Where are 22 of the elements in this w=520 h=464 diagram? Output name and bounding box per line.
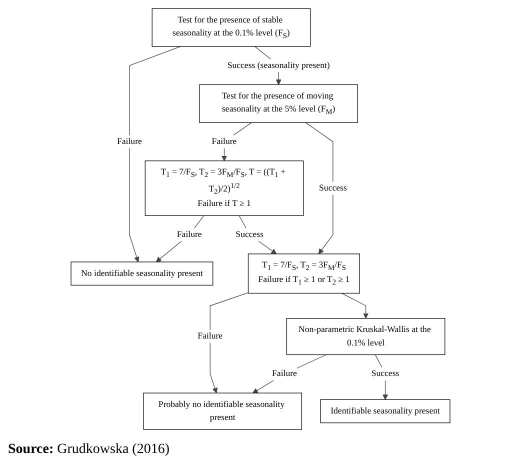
process-box: Test for the presence of moving seasonality at the 5% level (F$_{M}$): [198, 84, 358, 123]
arrow: [128, 46, 180, 262]
edge-label: Failure: [176, 228, 202, 242]
arrow: [304, 122, 333, 254]
edge-label: Success: [370, 367, 399, 380]
process-box: T$_{1}$ = 7/F$_{S}$, T$_{2}$ = 3F$_{M}$/F$_{S}$, T = ((T$_{1}$ + T$_{2}$)/2)$^{1/2}$ Failure if T ≥ 1: [144, 160, 304, 216]
arrow: [209, 292, 248, 394]
caption: Source: Grudkowska (2016): [8, 442, 170, 458]
process-box: T$_{1}$ = 7/F$_{S}$, T$_{2}$ = 3F$_{M}$/F$_{S}$ Failure if T$_{1}$ ≥ 1 or T$_{2}$ ≥ 1: [247, 254, 360, 294]
edge-label: Failure: [197, 330, 222, 344]
process-box: Non-parametric Kruskal-Wallis at the 0.1% level: [286, 318, 445, 356]
arrow: [340, 292, 368, 319]
edge-label: Success (seasonality present): [226, 58, 330, 72]
process-box: Probably no identifiable seasonality present: [142, 392, 302, 430]
edge-label: Success: [235, 228, 263, 242]
edge-label: Failure: [272, 367, 296, 380]
process-box: No identifiable seasonality present: [70, 262, 213, 286]
edge-label: Failure: [211, 135, 236, 148]
process-box: Identifiable seasonality present: [320, 399, 450, 424]
process-box: Test for the presence of stable seasonality at the 0.1% level (F$_{S}$): [151, 8, 310, 47]
edge-label: Success: [318, 182, 346, 195]
edge-label: Failure: [116, 135, 142, 148]
